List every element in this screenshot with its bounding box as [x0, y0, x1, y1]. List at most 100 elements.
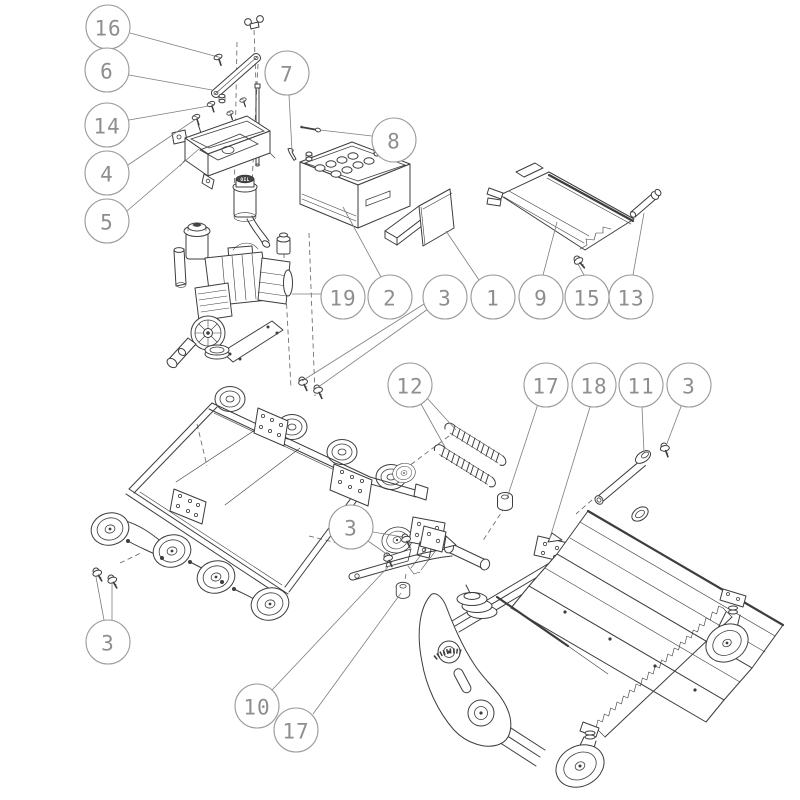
callout-leader: [271, 565, 390, 691]
callout-7: 7: [264, 50, 310, 152]
frame-roller: [214, 386, 246, 412]
part-hinge-pin-11: [594, 450, 652, 505]
callout-leader: [665, 403, 683, 447]
callout-number: 4: [100, 163, 114, 187]
callout-17: 17: [506, 362, 569, 499]
callout-number: 14: [93, 115, 120, 139]
assembly-axis: [308, 232, 316, 397]
callout-balloon: [523, 362, 569, 408]
callout-balloon: [518, 274, 564, 320]
battery-strap: [211, 53, 261, 104]
frame-wheel: [247, 583, 293, 625]
callout-number: 18: [580, 375, 607, 399]
bolt-3-frame-a: [90, 566, 105, 582]
callout-balloon: [84, 150, 130, 196]
assembly-axis: [119, 552, 142, 564]
callout-8: 8: [319, 117, 417, 163]
callout-balloon: [422, 274, 468, 320]
bolt-3-engine-b: [310, 383, 326, 400]
callout-number: 19: [329, 287, 356, 311]
battery-cell-caps: [314, 152, 375, 178]
callout-leader: [632, 212, 645, 276]
callout-leader: [548, 406, 591, 542]
callout-balloon: [84, 47, 130, 93]
callout-15: 15: [564, 263, 610, 320]
callout-leader: [126, 148, 200, 212]
callout-13: 13: [608, 212, 654, 320]
callout-balloon: [618, 362, 664, 408]
callout-number: 6: [100, 60, 114, 84]
callout-2: 2: [342, 206, 413, 320]
caster-right: [705, 588, 749, 663]
battery-tray: [171, 115, 276, 190]
callout-number: 15: [573, 287, 600, 311]
callout-number: 2: [383, 287, 397, 311]
screw-a: [238, 96, 248, 108]
callout-number: 3: [344, 517, 358, 541]
callout-14: 14: [84, 102, 210, 148]
tension-spring: [433, 444, 496, 488]
callout-11: 11: [618, 362, 664, 454]
tension-spring: [444, 422, 507, 466]
frame-wheel: [149, 530, 195, 572]
callout-leader: [372, 531, 404, 538]
part-clevis-pin-13: [629, 188, 662, 218]
callout-9: 9: [518, 221, 564, 320]
callout-16: 16: [85, 4, 219, 58]
callout-number: 10: [243, 696, 270, 720]
callout-5: 5: [84, 148, 200, 244]
callout-leader: [445, 230, 480, 281]
callout-balloon: [320, 274, 366, 320]
callout-leader: [506, 403, 539, 499]
callout-leader: [542, 221, 558, 276]
callout-balloon: [84, 198, 130, 244]
callout-leader: [577, 263, 585, 276]
callout-number: 17: [532, 375, 559, 399]
callout-12: 12: [387, 362, 457, 450]
callout-leader: [129, 32, 219, 58]
part-bushing-upper: [497, 492, 513, 511]
callout-balloon: [371, 117, 417, 163]
callout-17: 17: [273, 592, 402, 753]
callout-number: 3: [682, 375, 696, 399]
cap-logo: [192, 223, 202, 227]
part-mower-deck: [418, 506, 785, 788]
callout-leader: [312, 592, 402, 715]
frame-roller: [326, 439, 358, 465]
part-springs: [433, 422, 507, 488]
callout-number: 8: [387, 130, 401, 154]
callout-3: 3: [85, 576, 131, 665]
part-angle-bracket: [384, 188, 455, 247]
callout-balloon: [234, 683, 280, 729]
screw-4: [190, 112, 202, 134]
callout-6: 6: [84, 47, 213, 93]
part-pump-assembly: OIL: [166, 174, 293, 369]
screw-b: [225, 109, 235, 121]
part-battery-tray-assembly: [171, 15, 297, 190]
callout-balloon: [264, 50, 310, 96]
callout-leader: [641, 406, 645, 454]
callout-number: 17: [282, 720, 309, 744]
callout-number: 3: [101, 632, 115, 656]
assembly-axis: [575, 499, 593, 515]
callout-4: 4: [84, 118, 197, 196]
callout-leader: [128, 105, 210, 121]
callout-leader: [127, 118, 197, 166]
assembly-axis: [282, 235, 292, 389]
frame-wheel: [193, 556, 239, 598]
callout-leader: [420, 403, 447, 450]
assembly-axis: [400, 435, 450, 473]
callout-number: 3: [438, 287, 452, 311]
wing-nut: [244, 15, 264, 30]
callout-leader: [95, 576, 105, 621]
callout-number: 1: [486, 287, 500, 311]
callout-balloon: [328, 504, 374, 550]
part-battery: [299, 125, 411, 229]
callout-number: 13: [617, 287, 644, 311]
callout-balloon: [387, 362, 433, 408]
assembly-axis: [481, 506, 506, 543]
callout-balloon: [470, 274, 516, 320]
